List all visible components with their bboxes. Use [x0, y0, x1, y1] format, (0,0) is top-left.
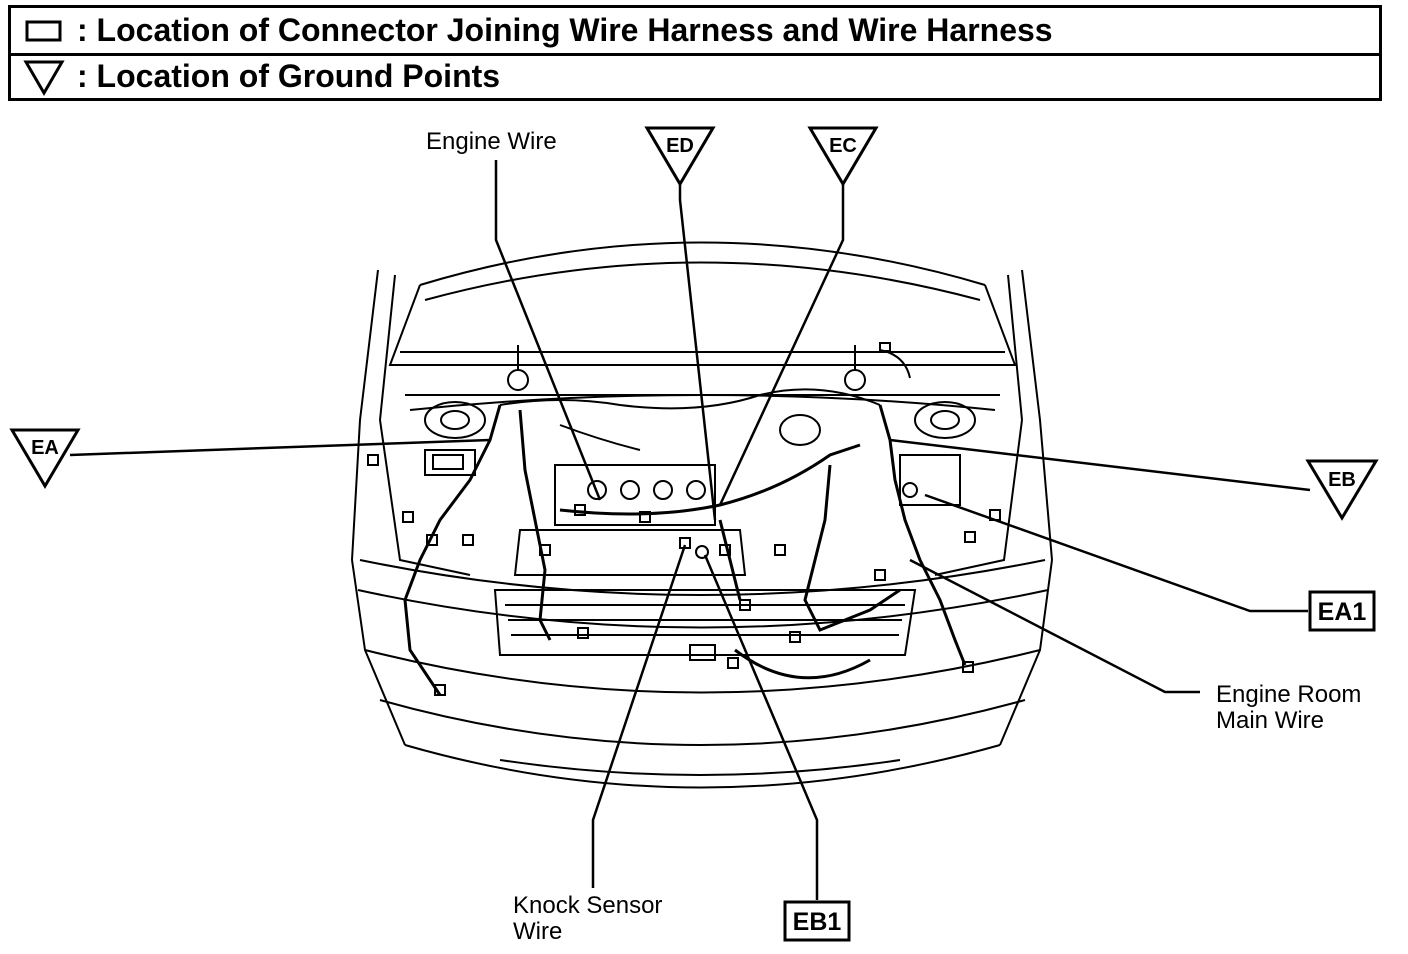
- ground-point-eb: EB: [1305, 459, 1379, 521]
- connector-eb1: EB1: [783, 900, 851, 942]
- ground-point-ed-label: ED: [666, 135, 694, 157]
- connector-eb1-label: EB1: [793, 908, 842, 936]
- legend-connector-text: : Location of Connector Joining Wire Har…: [77, 12, 1053, 48]
- engine-room-main-wire-label-line2: Main Wire: [1216, 707, 1324, 734]
- leader-lines: [69, 160, 1311, 900]
- ground-triangle-icon: [11, 57, 77, 97]
- engine-room-main-wire-label-line1: Engine Room: [1216, 681, 1361, 708]
- connector-ea1-label: EA1: [1318, 598, 1367, 626]
- vehicle-front-drawing: [351, 241, 1053, 789]
- ground-point-ea-label: EA: [31, 437, 59, 459]
- ground-point-ec-label: EC: [829, 135, 857, 157]
- engine-wire-label: Engine Wire: [426, 128, 557, 155]
- legend-connector-row: : Location of Connector Joining Wire Har…: [11, 8, 1379, 56]
- connector-square-icon: [11, 18, 77, 44]
- ground-point-ea: EA: [9, 428, 81, 489]
- connector-ea1: EA1: [1308, 590, 1376, 632]
- legend-box: : Location of Connector Joining Wire Har…: [8, 5, 1382, 101]
- legend-ground-text: : Location of Ground Points: [77, 58, 501, 94]
- knock-sensor-wire-label-line2: Wire: [513, 918, 562, 945]
- ground-point-ed: ED: [644, 126, 716, 187]
- ground-point-eb-label: EB: [1328, 469, 1356, 491]
- knock-sensor-wire-label-line1: Knock Sensor: [513, 892, 662, 919]
- legend-ground-row: : Location of Ground Points: [11, 54, 1379, 99]
- ground-point-ec: EC: [807, 126, 879, 187]
